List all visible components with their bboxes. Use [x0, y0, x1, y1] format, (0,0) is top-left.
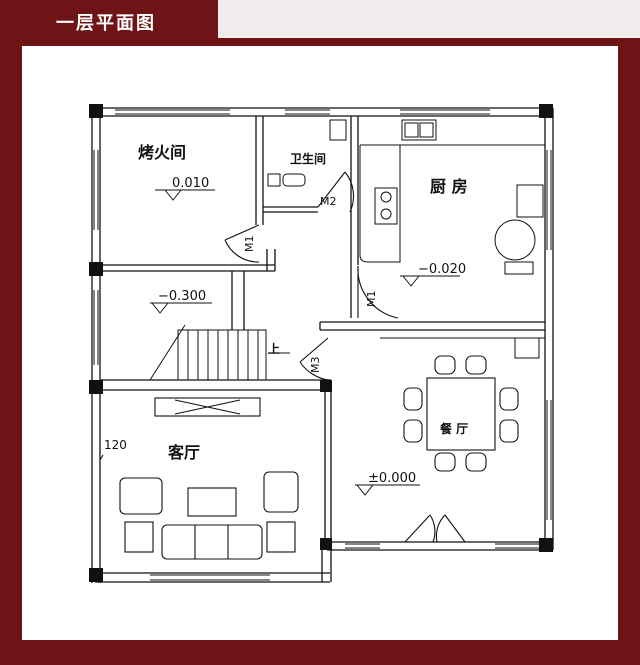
room-label-bathroom: 卫生间 [290, 151, 326, 166]
side-table-left [124, 521, 154, 553]
door-bathroom [317, 171, 355, 213]
header-tab [0, 0, 218, 46]
door-bbq [224, 224, 260, 263]
stair-up-label: 上 [268, 341, 280, 356]
room-label-bbq: 烤火间 [138, 143, 186, 162]
bathroom-basin-icon [329, 119, 347, 141]
door-label-kitchen: M1 [365, 291, 378, 308]
level-marker-kitchen [400, 275, 460, 287]
windows [93, 109, 552, 581]
door-label-bathroom: M2 [320, 195, 337, 208]
columns [89, 104, 553, 582]
door-label-bbq: M1 [243, 236, 256, 253]
fridge-icon [516, 184, 544, 218]
door-hall [299, 337, 329, 381]
room-label-living: 客厅 [168, 443, 200, 462]
level-kitchen: −0.020 [418, 262, 466, 277]
page-title: 一层平面图 [56, 13, 156, 34]
armchair-icon [119, 471, 299, 515]
dimension-label: 120 [104, 438, 127, 452]
sofa-icon [161, 524, 263, 560]
coffee-table-icon [187, 487, 237, 517]
level-marker-stair [150, 302, 212, 314]
dimension-tick [99, 454, 104, 461]
level-marker-bbq [155, 189, 215, 201]
level-living: ±0.000 [368, 471, 416, 486]
room-label-dining: 餐 厅 [440, 421, 468, 436]
side-table-right [266, 521, 296, 553]
exterior-walls [91, 107, 554, 583]
door-entrance [404, 514, 466, 543]
level-stair-hall: −0.300 [158, 289, 206, 304]
stove-icon [374, 187, 398, 225]
washbasin-icon [494, 219, 536, 275]
door-label-hall: M3 [309, 357, 322, 374]
chair-icon [403, 355, 519, 472]
room-label-kitchen: 厨 房 [430, 177, 468, 196]
interior-walls [100, 116, 545, 540]
toilet-icon [267, 173, 306, 187]
tv-cabinet-icon [154, 397, 261, 417]
staircase-icon [149, 324, 290, 381]
door-kitchen [357, 265, 399, 319]
fridge-dining-icon [514, 337, 540, 359]
sink-icon [401, 119, 437, 141]
level-bbq: 0.010 [172, 176, 209, 191]
dining-table-icon [426, 377, 496, 451]
kitchen-counter [359, 144, 545, 263]
level-marker-living [355, 484, 420, 496]
